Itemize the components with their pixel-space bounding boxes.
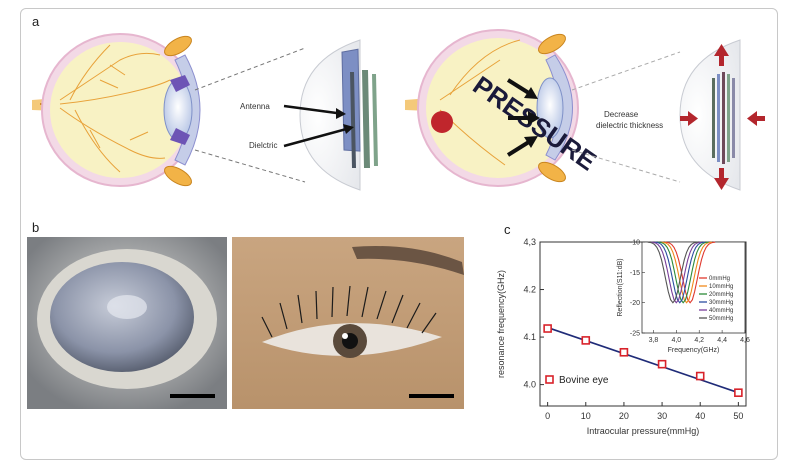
data-point: [657, 359, 667, 369]
scale-bar: [170, 394, 215, 398]
bovine-eye-photo: [27, 237, 227, 409]
inset-frame: [641, 241, 746, 334]
data-point: [619, 347, 629, 357]
y-tick-label: 4.1: [523, 332, 536, 342]
mannequin-eye-photo: [232, 237, 464, 409]
inset-y-axis-title: Reflection(S11:dB): [617, 258, 624, 316]
inset-series-line: [651, 241, 702, 304]
data-point: [734, 388, 743, 397]
x-tick-label: 30: [657, 411, 667, 421]
inset-legend-label: 30mmHg: [709, 300, 733, 306]
legend-marker: [545, 375, 554, 384]
inset-series-line: [647, 241, 699, 304]
y-tick-label: 4.0: [523, 380, 536, 390]
eye-cross-section-pressure: PRESSURE: [405, 29, 602, 187]
panel-a-diagram: PRESSURE: [32, 29, 765, 191]
decrease-label-line1: Decrease: [604, 110, 639, 119]
inset-series-line: [664, 241, 716, 304]
inset-series-line: [657, 241, 709, 304]
inset-legend-label: 50mmHg: [709, 316, 733, 322]
y-axis-title: resonance frequency(GHz): [496, 270, 506, 378]
contact-lens-stack-compressed: [679, 39, 741, 191]
x-tick-label: 40: [695, 411, 705, 421]
figure-frame: [20, 8, 778, 460]
inset-x-tick-label: 4,6: [740, 337, 750, 344]
inset-legend-label: 0mmHg: [709, 276, 730, 282]
eye-cross-section-left: [32, 33, 201, 187]
inset-x-tick-label: 4,0: [671, 337, 681, 344]
x-tick-label: 10: [581, 411, 591, 421]
inset-legend-label: 10mmHg: [709, 284, 733, 290]
legend-label: Bovine eye: [559, 375, 609, 386]
dielectric-label: Dielctric: [249, 141, 278, 150]
scale-bar: [409, 394, 454, 398]
x-tick-label: 0: [545, 411, 550, 421]
x-tick-label: 50: [733, 411, 743, 421]
inset-x-tick-label: 4,4: [717, 337, 727, 344]
inset-legend-label: 40mmHg: [709, 308, 733, 314]
fit-line: [547, 326, 739, 394]
panel-label-b: b: [32, 220, 40, 235]
compression-arrows: [680, 44, 765, 190]
inset-y-tick-label: -10: [630, 240, 640, 247]
data-point: [543, 324, 552, 333]
y-tick-label: 4.2: [523, 285, 536, 295]
antenna-label: Antenna: [240, 102, 270, 111]
inset-x-tick-label: 4,2: [694, 337, 704, 344]
panel-label-a: a: [32, 14, 40, 29]
inset-y-tick-label: -15: [630, 270, 640, 277]
inset-y-tick-label: -25: [630, 331, 640, 338]
x-tick-label: 20: [619, 411, 629, 421]
inset-x-axis-title: Frequency(GHz): [668, 347, 720, 354]
decrease-label-line2: dielectric thickness: [596, 121, 664, 130]
x-axis-title: Intraocular pressure(mmHg): [587, 426, 700, 436]
panel-label-c: c: [504, 222, 511, 237]
y-tick-label: 4,3: [523, 237, 536, 247]
inset-x-tick-label: 3,8: [649, 337, 659, 344]
inset-legend-label: 20mmHg: [709, 292, 733, 298]
inset-series-line: [654, 241, 705, 304]
inset-series-line: [661, 241, 712, 304]
inset-y-tick-label: -20: [630, 300, 640, 307]
data-point: [695, 371, 705, 381]
data-point: [581, 336, 591, 345]
